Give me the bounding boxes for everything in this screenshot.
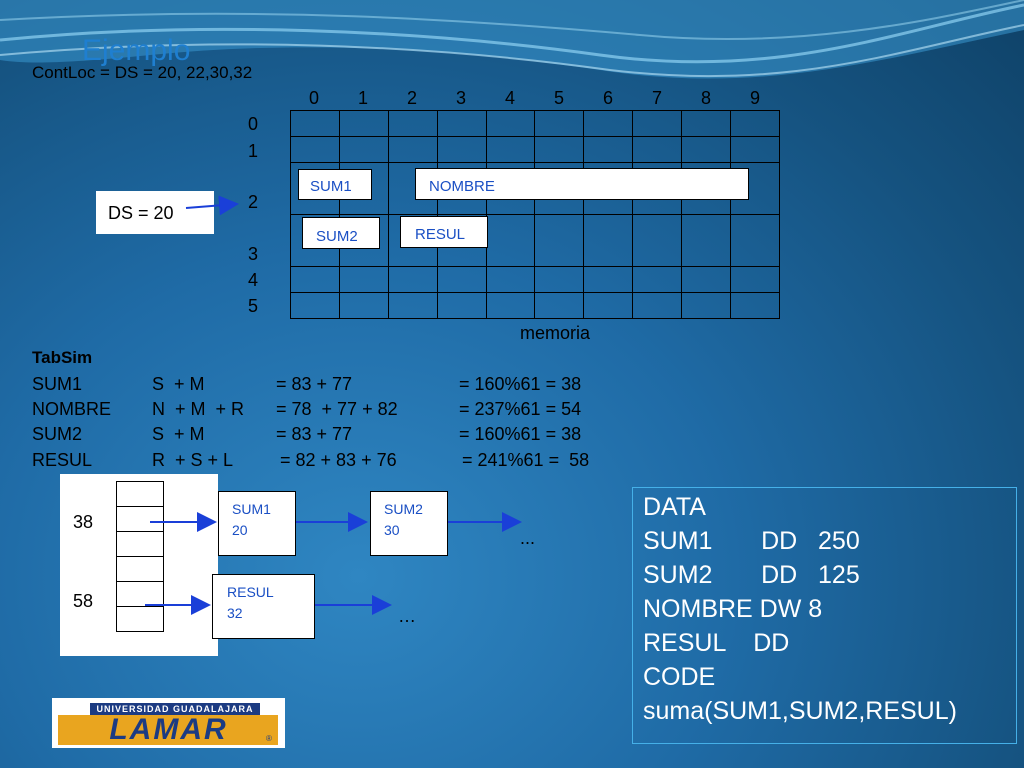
col-header: 9 bbox=[750, 88, 761, 108]
tabsim-letters: S + M bbox=[152, 374, 205, 394]
tabsim-result: = 160%61 = 38 bbox=[459, 424, 582, 444]
row-header: 1 bbox=[248, 141, 259, 161]
col-header: 6 bbox=[603, 88, 614, 108]
cell-label: RESUL bbox=[415, 226, 466, 243]
code-line: SUM1 DD 250 bbox=[643, 527, 860, 555]
logo-top-text: UNIVERSIDAD GUADALAJARA bbox=[90, 703, 260, 715]
col-header: 8 bbox=[701, 88, 712, 108]
ds-label: DS = 20 bbox=[108, 203, 174, 223]
code-line: NOMBRE DW 8 bbox=[643, 595, 823, 623]
ellipsis: ... bbox=[520, 528, 536, 548]
slide-title: Ejemplo bbox=[82, 34, 191, 67]
contloc-text: ContLoc = DS = 20, 22,30,32 bbox=[32, 63, 253, 82]
ellipsis: … bbox=[398, 606, 416, 626]
tabsim-name: SUM1 bbox=[32, 374, 83, 394]
registered-mark: ® bbox=[266, 734, 272, 743]
memory-caption: memoria bbox=[520, 323, 591, 343]
code-line: suma(SUM1,SUM2,RESUL) bbox=[643, 697, 957, 725]
row-header: 4 bbox=[248, 270, 259, 290]
tabsim-letters: R + S + L bbox=[152, 450, 234, 470]
col-header: 3 bbox=[456, 88, 467, 108]
tabsim-name: SUM2 bbox=[32, 424, 83, 444]
logo-band bbox=[58, 715, 278, 745]
university-logo: UNIVERSIDAD GUADALAJARA LAMAR ® bbox=[52, 698, 285, 748]
logo-name: LAMAR bbox=[109, 713, 228, 746]
code-line: RESUL DD bbox=[643, 629, 790, 657]
row-header: 3 bbox=[248, 244, 259, 264]
row-header: 5 bbox=[248, 296, 259, 316]
node-address: 30 bbox=[384, 522, 400, 538]
code-line: CODE bbox=[643, 663, 716, 691]
tabsim-name: NOMBRE bbox=[32, 399, 112, 419]
tabsim-result: = 237%61 = 54 bbox=[459, 399, 582, 419]
tabsim-result: = 160%61 = 38 bbox=[459, 374, 582, 394]
code-box: DATA SUM1 DD 250 SUM2 DD 125 NOMBRE DW 8… bbox=[632, 487, 1017, 744]
hash-node-sum2: SUM2 30 bbox=[370, 491, 448, 556]
hash-index-38: 38 bbox=[73, 512, 94, 532]
hash-node-resul: RESUL 32 bbox=[212, 574, 315, 639]
tabsim-heading: TabSim bbox=[32, 348, 93, 367]
node-name: SUM1 bbox=[232, 501, 271, 517]
tabsim-sum: = 83 + 77 bbox=[276, 374, 353, 394]
node-address: 32 bbox=[227, 605, 243, 621]
node-name: SUM2 bbox=[384, 501, 423, 517]
hash-table-column bbox=[116, 481, 164, 632]
col-header: 1 bbox=[358, 88, 369, 108]
col-header: 7 bbox=[652, 88, 663, 108]
ds-arrow bbox=[185, 195, 239, 216]
col-header: 2 bbox=[407, 88, 418, 108]
memory-cell-nombre: NOMBRE bbox=[415, 168, 749, 200]
tabsim-letters: N + M + R bbox=[152, 399, 245, 419]
code-line: SUM2 DD 125 bbox=[643, 561, 860, 589]
memory-cell-sum2: SUM2 bbox=[302, 217, 380, 249]
tabsim-result: = 241%61 = 58 bbox=[462, 450, 590, 470]
tabsim-name: RESUL bbox=[32, 450, 93, 470]
row-header: 0 bbox=[248, 114, 259, 134]
node-name: RESUL bbox=[227, 584, 274, 600]
col-header: 5 bbox=[554, 88, 565, 108]
tabsim-letters: S + M bbox=[152, 424, 205, 444]
hash-node-sum1: SUM1 20 bbox=[218, 491, 296, 556]
tabsim-sum: = 83 + 77 bbox=[276, 424, 353, 444]
cell-label: NOMBRE bbox=[429, 178, 495, 195]
cell-label: SUM1 bbox=[310, 178, 352, 195]
row-header: 2 bbox=[248, 192, 259, 212]
header-waves bbox=[0, 0, 1024, 79]
ds-box: DS = 20 bbox=[96, 191, 214, 234]
memory-cell-resul: RESUL bbox=[400, 216, 488, 248]
tabsim-sum: = 82 + 83 + 76 bbox=[280, 450, 397, 470]
col-header: 0 bbox=[309, 88, 320, 108]
col-header: 4 bbox=[505, 88, 516, 108]
cell-label: SUM2 bbox=[316, 228, 358, 245]
node-address: 20 bbox=[232, 522, 248, 538]
memory-cell-sum1: SUM1 bbox=[298, 169, 372, 200]
code-line: DATA bbox=[643, 493, 706, 521]
hash-index-58: 58 bbox=[73, 591, 94, 611]
tabsim-sum: = 78 + 77 + 82 bbox=[276, 399, 398, 419]
